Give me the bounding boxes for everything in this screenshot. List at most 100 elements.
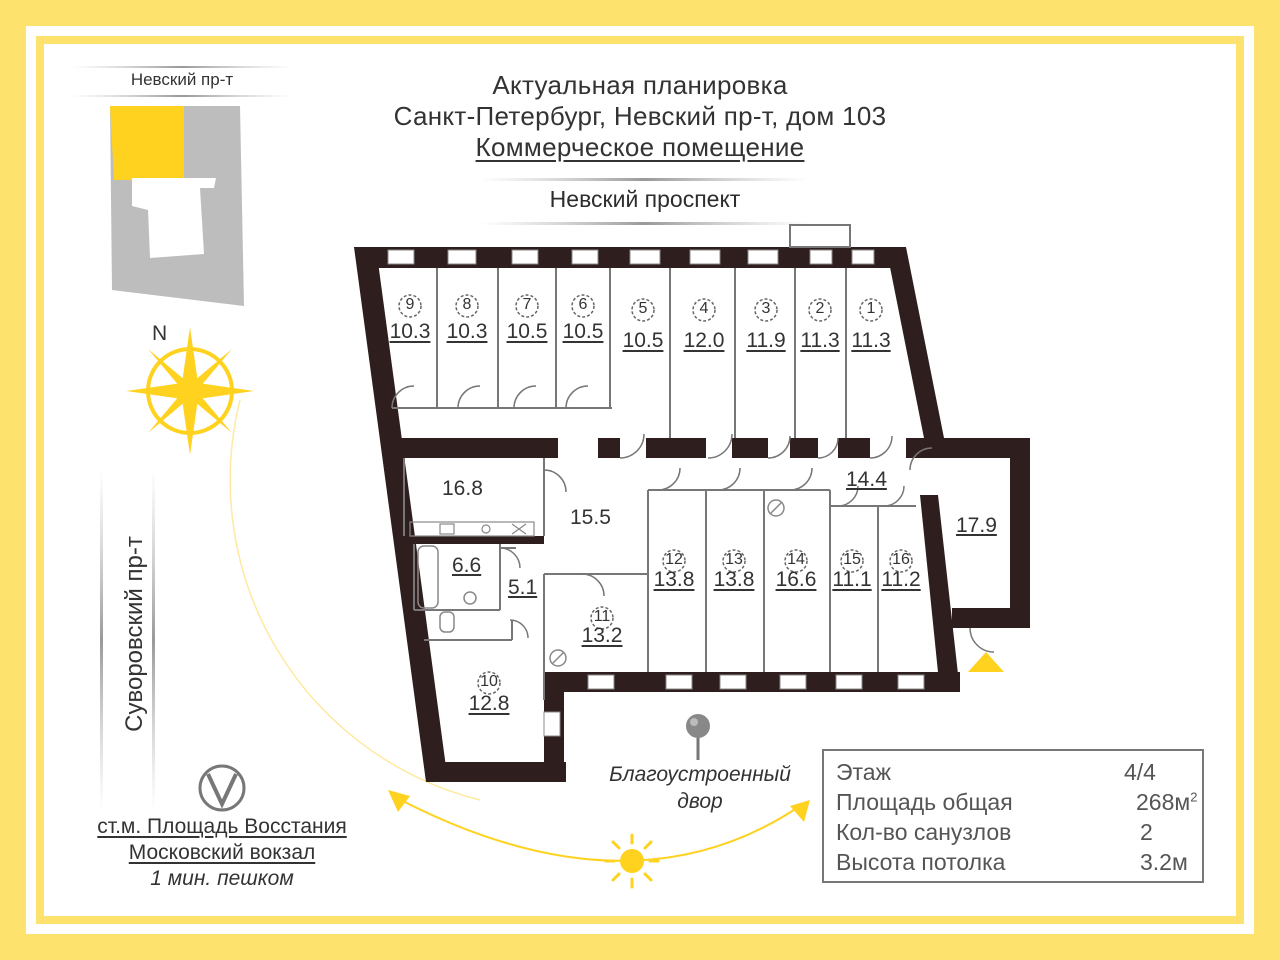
room-area: 10.3 xyxy=(389,320,431,343)
location-minimap xyxy=(110,106,244,306)
room-number-circle xyxy=(398,294,422,318)
room-number: 11 xyxy=(593,608,611,625)
bath-area-label: 6.6 xyxy=(452,554,482,577)
plan-type: Коммерческое помещение xyxy=(475,132,805,162)
main-street-label: Невский проспект xyxy=(549,186,741,212)
ventilation-icon xyxy=(549,499,785,667)
north-label: N xyxy=(152,322,168,345)
info-value: 3.2м xyxy=(1140,849,1188,875)
kitchen-area-label: 16.8 xyxy=(442,477,483,500)
info-value: 2 xyxy=(1140,819,1153,845)
side-street-label: Суворовский пр-т xyxy=(121,536,148,732)
toilet-area-label: 5.1 xyxy=(508,576,538,599)
sun-arc-faint xyxy=(229,399,481,801)
room-area: 11.1 xyxy=(832,568,872,591)
metro-station-label: ст.м. Площадь Восстания xyxy=(97,815,347,838)
room-area: 11.3 xyxy=(800,329,840,352)
room-area: 10.5 xyxy=(622,329,664,352)
info-label: Этаж xyxy=(836,759,891,785)
room-area: 12.8 xyxy=(468,692,510,715)
room-number-circle xyxy=(455,294,479,318)
street-line-top xyxy=(480,178,810,181)
metro-icon xyxy=(198,764,246,812)
room-number-circle xyxy=(692,298,716,322)
minimap-street-line-bottom xyxy=(72,95,292,97)
info-row-floor: Этаж 4/4 xyxy=(836,759,1196,789)
room-number-circle xyxy=(784,549,808,573)
property-info-box: Этаж 4/4 Площадь общая 268м2 Кол-во сану… xyxy=(822,749,1204,883)
info-label: Высота потолка xyxy=(836,849,1006,875)
plan-address: Санкт-Петербург, Невский пр-т, дом 103 xyxy=(393,101,887,131)
sun-path-arrow-right xyxy=(790,800,810,822)
location-pin-icon xyxy=(686,714,710,760)
yard-label-line2: двор xyxy=(677,790,723,813)
info-value: 268м2 xyxy=(1136,789,1197,816)
side-street-line-right xyxy=(152,470,155,810)
area-unit-sup: 2 xyxy=(1190,789,1198,805)
room-area: 11.2 xyxy=(881,568,921,591)
info-row-ceiling: Высота потолка 3.2м xyxy=(836,849,1196,879)
doors xyxy=(391,385,995,653)
sink-icon xyxy=(439,591,477,633)
room-number: 3 xyxy=(761,300,771,317)
room-number: 16 xyxy=(892,551,910,568)
inner-frame xyxy=(36,36,1244,924)
room-number: 7 xyxy=(522,296,532,313)
room-area: 13.8 xyxy=(653,568,695,591)
room-number-circle xyxy=(662,549,686,573)
windows xyxy=(387,249,925,737)
room-number-circle xyxy=(631,298,655,322)
room-area: 10.3 xyxy=(446,320,488,343)
room-area: 11.3 xyxy=(851,329,891,352)
entrance-arrow-icon xyxy=(968,652,1004,672)
minimap-street-label: Невский пр-т xyxy=(130,70,234,89)
room-number-circle xyxy=(754,298,778,322)
room-number: 9 xyxy=(405,296,415,313)
room-number-circle xyxy=(808,298,832,322)
info-label: Площадь общая xyxy=(836,789,1013,815)
room-number: 12 xyxy=(665,551,683,568)
sun-icon xyxy=(604,833,660,889)
hall-area-label: 15.5 xyxy=(570,506,611,529)
kitchen-counter xyxy=(409,521,535,537)
room-number: 10 xyxy=(480,673,498,690)
room-area: 10.5 xyxy=(506,320,548,343)
balcony xyxy=(789,224,851,248)
right-room-area-label: 17.9 xyxy=(956,514,997,537)
railway-station-label: Московский вокзал xyxy=(128,841,316,864)
side-street-line-left xyxy=(100,470,103,810)
room-area: 12.0 xyxy=(683,329,725,352)
room-number: 13 xyxy=(725,551,743,568)
minimap-street-line-top xyxy=(72,66,292,68)
room-area: 11.9 xyxy=(746,329,786,352)
room-number: 4 xyxy=(699,300,709,317)
room-number: 14 xyxy=(787,551,805,568)
compass-icon xyxy=(126,327,254,455)
sun-path-arrow-left xyxy=(388,790,410,812)
bathtub-icon xyxy=(417,545,439,609)
area-value: 268м xyxy=(1136,789,1191,815)
info-label: Кол-во санузлов xyxy=(836,819,1012,845)
partitions xyxy=(392,268,916,700)
room-number: 15 xyxy=(843,551,861,568)
room-number-circle xyxy=(840,549,864,573)
yard-label-line1: Благоустроенный xyxy=(609,763,791,786)
room-number: 2 xyxy=(815,300,825,317)
info-row-bathrooms: Кол-во санузлов 2 xyxy=(836,819,1196,849)
plan-title: Актуальная планировка xyxy=(492,70,788,100)
corridor-area-label: 14.4 xyxy=(846,468,887,491)
room-number-markers xyxy=(398,294,913,695)
room-number-circle xyxy=(889,549,913,573)
room-number: 1 xyxy=(866,300,876,317)
walk-time-label: 1 мин. пешком xyxy=(150,867,294,890)
room-number: 8 xyxy=(462,296,472,313)
info-row-area: Площадь общая 268м2 xyxy=(836,789,1197,819)
room-number-circle xyxy=(515,294,539,318)
room-number-circle xyxy=(571,294,595,318)
room-area: 13.2 xyxy=(581,624,623,647)
room-number: 5 xyxy=(638,300,648,317)
room-area: 13.8 xyxy=(713,568,755,591)
room-number-circle xyxy=(859,298,883,322)
